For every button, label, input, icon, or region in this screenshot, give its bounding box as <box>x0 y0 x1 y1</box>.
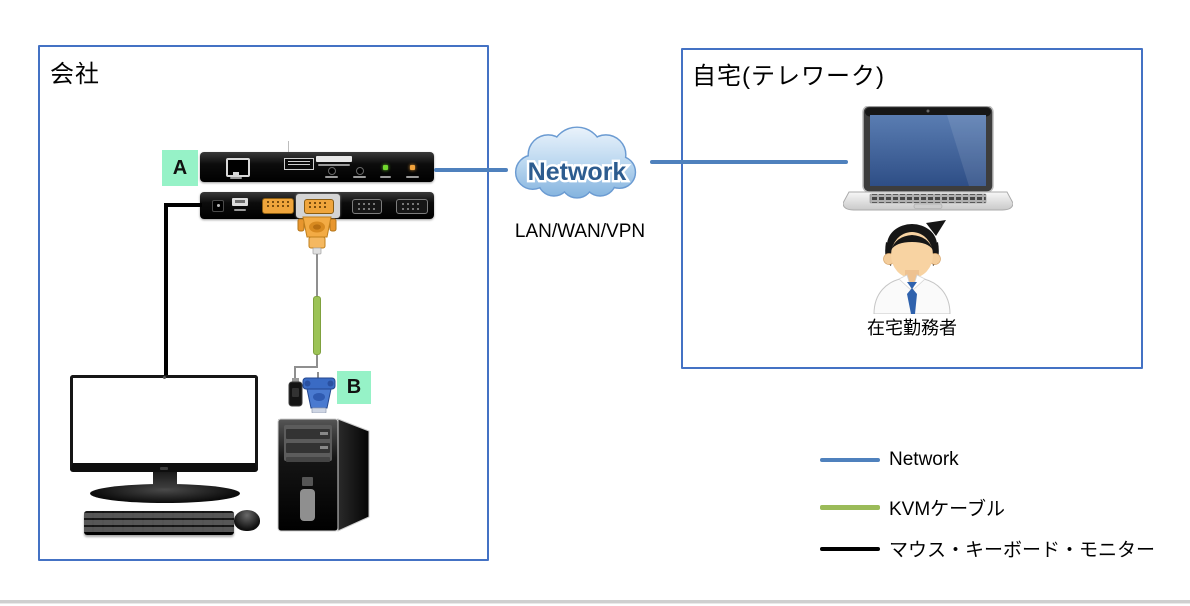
network-line-left <box>434 168 508 172</box>
peripheral-line-horizontal <box>164 203 202 207</box>
link-led-icon <box>383 165 388 170</box>
serial-port-icon <box>352 199 382 214</box>
reset-button-icon <box>328 167 336 175</box>
home-title: 自宅(テレワーク) <box>692 63 885 90</box>
monitor-stand-icon <box>153 472 177 488</box>
worker-icon <box>873 220 951 314</box>
mouse-icon <box>234 510 260 531</box>
power-jack-icon <box>212 200 224 212</box>
legend-item-network: Network <box>820 449 959 471</box>
usb-port-icon <box>232 198 248 206</box>
kvm-cable-highlight <box>313 296 321 355</box>
network-cloud-icon: Network <box>514 126 637 199</box>
usb-connector-icon <box>288 378 303 407</box>
kvm-ip-unit-front <box>200 152 434 182</box>
device-name-plate-icon <box>316 156 352 162</box>
marker-a: A <box>162 150 198 186</box>
laptop-icon <box>843 106 1013 211</box>
kvm-ip-unit-rear <box>200 192 434 219</box>
cloud-label: Network <box>528 158 627 186</box>
worker-label: 在宅勤務者 <box>867 318 957 338</box>
legend-label-peripherals: マウス・キーボード・モニター <box>889 540 1156 561</box>
keyboard-icon <box>84 511 234 535</box>
pc-tower-icon <box>277 418 370 532</box>
monitor-icon <box>70 375 258 472</box>
legend-item-kvm-cable: KVMケーブル <box>820 494 1005 521</box>
network-line-right <box>650 160 848 164</box>
office-region-box <box>38 45 489 561</box>
power-led-icon <box>410 165 415 170</box>
rs232-port-icon <box>396 199 428 214</box>
marker-b: B <box>337 371 371 404</box>
legend-label-network: Network <box>889 449 959 470</box>
page-bottom-rule <box>0 600 1190 604</box>
legend-swatch-peripherals <box>820 546 880 551</box>
lan-port-icon <box>226 158 250 177</box>
usb-branch-line-h <box>294 366 318 368</box>
network-sub-label: LAN/WAN/VPN <box>514 221 646 242</box>
office-title: 会社 <box>50 61 100 88</box>
device-artifact-line <box>288 141 289 152</box>
pc-kvm-vga-port-icon <box>262 198 294 214</box>
legend-swatch-network <box>820 458 880 462</box>
legend-item-peripherals: マウス・キーボード・モニター <box>820 535 1155 562</box>
vga-connector-yellow-icon <box>297 216 337 261</box>
legend-swatch-kvm-cable <box>820 505 880 510</box>
monitor-base-icon <box>90 484 240 503</box>
vga-connector-blue-icon <box>302 372 336 413</box>
speed-button-icon <box>356 167 364 175</box>
peripheral-line-vertical <box>164 203 168 375</box>
console-vga-port-icon <box>304 199 334 214</box>
legend-label-kvm-cable: KVMケーブル <box>889 499 1006 520</box>
console-port-frame-icon <box>296 194 340 218</box>
usb-branch-line-v <box>294 366 296 380</box>
device-info-plate-icon <box>284 158 314 170</box>
